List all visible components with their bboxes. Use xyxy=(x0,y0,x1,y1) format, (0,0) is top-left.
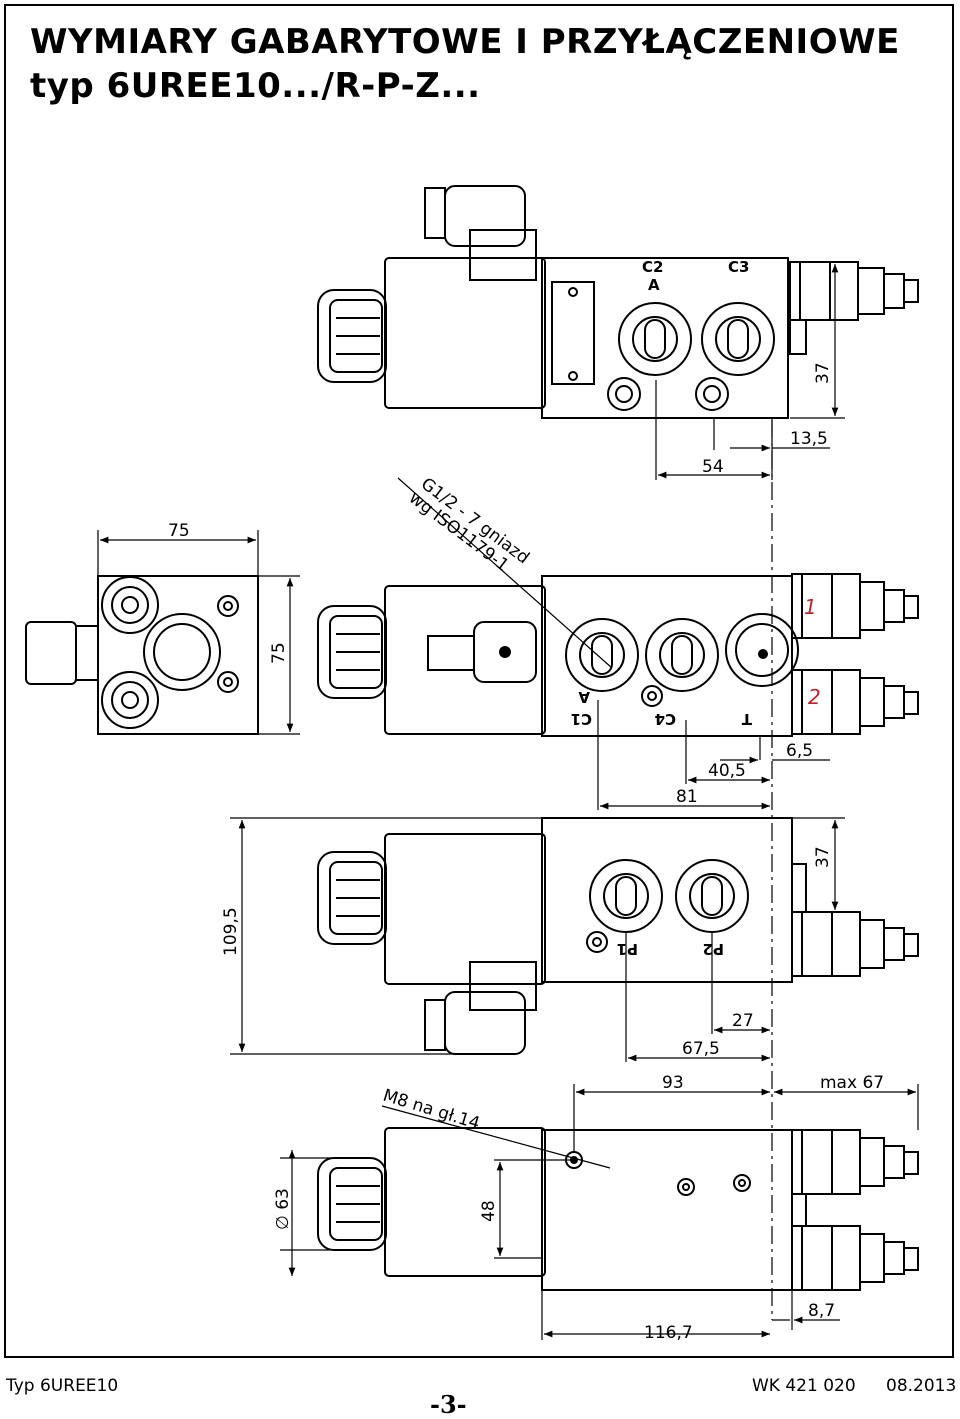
marker-1: 1 xyxy=(804,595,817,619)
dimension-lines xyxy=(97,261,919,1340)
side-view xyxy=(25,575,259,735)
dim-back-93: 93 xyxy=(662,1073,684,1093)
port-label-c2: C2 xyxy=(642,258,663,276)
footer-doc-number: WK 421 020 xyxy=(752,1376,856,1396)
dim-bottom-27: 27 xyxy=(732,1011,754,1031)
port-label-c1: C1 xyxy=(571,710,592,728)
port-label-p2: P2 xyxy=(703,940,724,958)
footer-type: Typ 6UREE10 xyxy=(6,1376,119,1396)
footer-page-number: -3- xyxy=(430,1390,467,1419)
dim-back-48: 48 xyxy=(479,1200,499,1222)
dim-top-37: 37 xyxy=(813,362,833,384)
dim-top-13-5: 13,5 xyxy=(790,429,828,449)
dim-back-diameter-63: ∅ 63 xyxy=(273,1188,293,1230)
port-label-c4: C4 xyxy=(655,710,676,728)
dim-back-8-7: 8,7 xyxy=(808,1301,835,1321)
back-view xyxy=(317,1105,919,1291)
drawing-title: WYMIARY GABARYTOWE I PRZYŁĄCZENIOWE xyxy=(30,22,900,62)
dim-back-116-7: 116,7 xyxy=(644,1323,693,1343)
port-label-a-front: A xyxy=(578,688,590,706)
dim-bottom-37: 37 xyxy=(813,846,833,868)
port-label-p1: P1 xyxy=(617,940,638,958)
bottom-view xyxy=(317,817,919,1055)
dim-side-75-width: 75 xyxy=(168,521,190,541)
dim-front-40-5: 40,5 xyxy=(708,761,746,781)
port-label-t: T xyxy=(741,710,752,728)
drawing-subtitle: typ 6UREE10.../R-P-Z... xyxy=(30,66,481,106)
footer-date: 08.2013 xyxy=(886,1376,957,1396)
dim-back-max-67: max 67 xyxy=(820,1073,884,1093)
dim-top-54: 54 xyxy=(702,457,724,477)
dim-bottom-109-5: 109,5 xyxy=(221,907,241,956)
port-label-a-top: A xyxy=(648,276,660,294)
dim-front-81: 81 xyxy=(676,787,698,807)
marker-2: 2 xyxy=(808,685,821,709)
dim-side-75-height: 75 xyxy=(269,642,289,664)
drawing-frame xyxy=(4,4,954,1358)
port-label-c3: C3 xyxy=(728,258,749,276)
dim-bottom-67-5: 67,5 xyxy=(682,1039,720,1059)
dim-front-6-5: 6,5 xyxy=(786,741,813,761)
front-view xyxy=(317,477,919,737)
